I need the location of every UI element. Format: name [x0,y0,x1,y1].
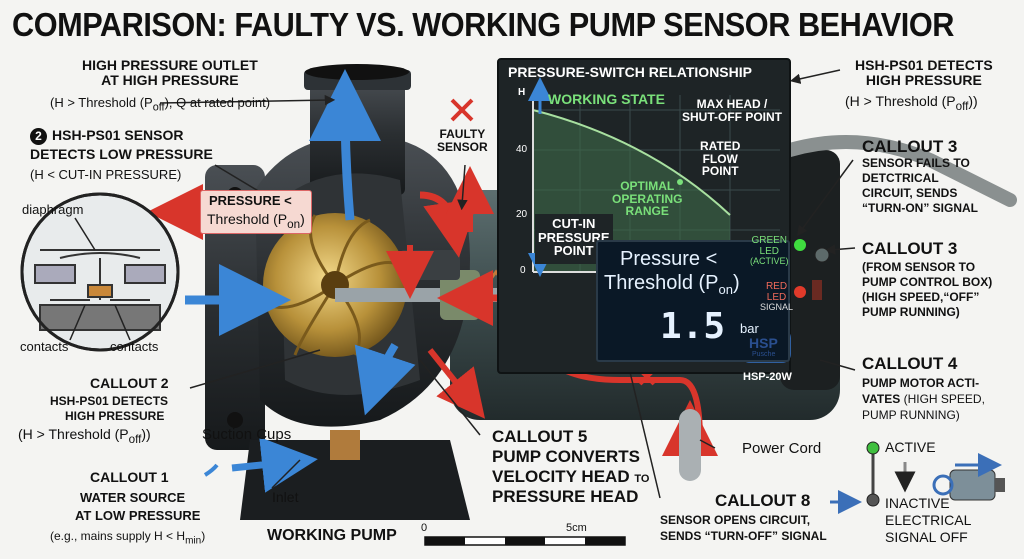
callout1-line2: WATER SOURCE [80,490,186,505]
callout3a-line4: CIRCUIT, SENDS [862,186,958,200]
callout4-line2: PUMP MOTOR ACTI- [862,376,980,390]
contacts-left-label: contacts [20,339,69,354]
axis-tick-20: 20 [516,209,528,220]
lcd-display [596,240,790,362]
working-state-label: WORKING STATE [548,91,665,107]
suction-arrow [231,437,318,493]
contacts-right-label: contacts [110,339,159,354]
callout4-title: CALLOUT 4 [862,354,958,373]
lcd-line2: Threshold (Pon) [604,272,740,297]
power-cord-label: Power Cord [742,440,822,457]
power-cable-top [783,135,1017,207]
callout5-title: CALLOUT 5 [492,427,588,446]
lcd-unit: bar [740,321,759,336]
motor-icon [932,453,1005,501]
callout2-line2: HSH-PS01 DETECTS [50,394,169,408]
scale-zero: 0 [421,522,428,534]
callout3a-line2: SENSOR FAILS TO [862,156,970,170]
step-badge: 2 [30,128,47,145]
callout2-line3: HIGH PRESSURE [65,409,165,423]
brand-logo-sub: Pusche [752,351,776,358]
callout1-detail: (e.g., mains supply H < Hmin) [50,529,206,547]
callout3b-line2: (FROM SENSOR TO [862,260,976,274]
page-title: COMPARISON: FAULTY VS. WORKING PUMP SENS… [12,6,954,43]
diaphragm-label: diaphragm [22,202,84,217]
callout3a-title: CALLOUT 3 [862,137,958,156]
callout3a-line3: DETCTRICAL [862,171,939,185]
callout3b-line3: PUMP CONTROL BOX) [862,275,993,289]
red-led [794,286,806,298]
scale-five: 5cm [566,522,587,534]
legend-active: ACTIVE [885,439,936,455]
scale-bar [424,536,626,546]
faulty-x-icon [450,98,474,122]
callout2-title: CALLOUT 2 [90,375,169,391]
callout3b-line5: PUMP RUNNING) [862,305,960,319]
legend-electrical: ELECTRICAL [885,512,972,528]
callout8-line3: SENDS “TURN-OFF” SIGNAL [660,529,827,543]
callout3b-line4: (HIGH SPEED,“OFF” [862,290,980,304]
sensor-low-detail: (H < CUT-IN PRESSURE) [30,167,182,182]
legend-inactive: INACTIVE [885,495,950,511]
callout4-line4: PUMP RUNNING) [862,408,960,422]
pump-curve [532,109,731,216]
model-label: HSP-20W [743,371,792,383]
diaphragm-drawing [34,249,166,331]
max-head-label: MAX HEAD /SHUT-OFF POINT [682,97,782,124]
callout5-line3: VELOCITY HEAD TO [492,467,650,486]
top-right-detail: (H > Threshold (Poff)) [845,93,978,113]
pressure-box: PRESSURE < Threshold (Pon) [200,190,312,234]
callout1-title: CALLOUT 1 [90,469,169,485]
working-pump-label: WORKING PUMP [267,527,397,544]
axis-h-label: H [518,87,526,98]
sensor-low-subtitle: DETECTS LOW PRESSURE [30,146,213,162]
callout5-line4: PRESSURE HEAD [492,487,639,506]
callout5-line2: PUMP CONVERTS [492,447,640,466]
suction-cups-label: Suction Cups [202,426,292,443]
axis-tick-0: 0 [520,265,526,276]
axis-tick-40: 40 [516,144,528,155]
sensor-low-title: HSH-PS01 SENSOR [52,127,184,143]
callout2-detail: (H > Threshold (Poff)) [18,426,151,446]
inlet-label: Inlet [272,489,299,505]
legend-switch [866,441,916,507]
callout3b-title: CALLOUT 3 [862,239,958,258]
legend-signal-off: SIGNAL OFF [885,529,968,545]
lcd-value: 1.5 [660,306,726,347]
callout4-line3: VATES (HIGH SPEED, [862,392,985,406]
panel-title: PRESSURE-SWITCH RELATIONSHIP [508,64,752,80]
callout8-title: CALLOUT 8 [715,491,811,510]
callout8-line2: SENSOR OPENS CIRCUIT, [660,513,811,527]
brand-logo-text: HSP [749,335,778,351]
water-outlet-arrow [309,69,382,221]
callout3a-line5: “TURN-ON” SIGNAL [862,201,978,215]
green-led [794,239,806,251]
outlet-detail: (H > Threshold (Poff), Q at rated point) [50,95,271,114]
lcd-line1: Pressure < [620,248,718,270]
callout1-line3: AT LOW PRESSURE [75,508,201,523]
